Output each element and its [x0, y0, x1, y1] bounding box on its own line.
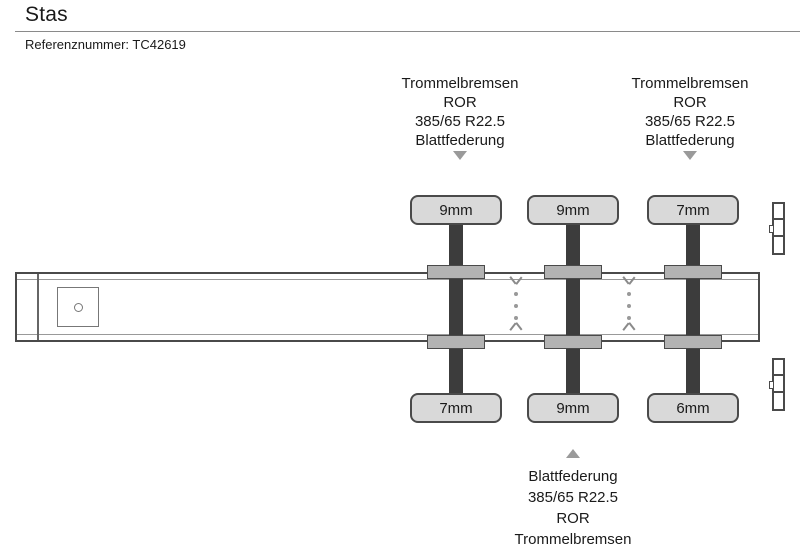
spring-mount-axle2-top [544, 265, 602, 279]
suspension-label: Blattfederung [415, 132, 505, 149]
axle3-bar [686, 223, 700, 395]
axle-brand-label: ROR [443, 94, 477, 111]
header-divider [15, 31, 800, 32]
spring-mount-axle3-bottom [664, 335, 722, 349]
rear-bracket-top [769, 202, 785, 255]
spring-mount-axle1-bottom [427, 335, 485, 349]
tire-size-label: 385/65 R22.5 [527, 489, 619, 506]
rear-bracket-bottom [769, 358, 785, 411]
spring-mount-axle1-top [427, 265, 485, 279]
spec-block-rear-axle: Trommelbremsen ROR 385/65 R22.5 Blattfed… [580, 74, 800, 150]
cross-brace-tick [623, 276, 634, 286]
axle2-bar [566, 223, 580, 395]
beam-endcap [37, 274, 39, 340]
tread-depth-axle1-bottom: 7mm [410, 393, 502, 423]
cross-brace-tick [623, 322, 634, 332]
tread-depth-axle3-bottom: 6mm [647, 393, 739, 423]
beam-rail-bottom [17, 334, 758, 335]
spring-mount-axle3-top [664, 265, 722, 279]
axle1-bar [449, 223, 463, 395]
cross-brace-tick [510, 276, 521, 286]
kingpin-plate [57, 287, 99, 327]
reference-number: Referenznummer: TC42619 [25, 37, 186, 52]
tread-depth-axle2-top: 9mm [527, 195, 619, 225]
tread-depth-axle1-top: 9mm [410, 195, 502, 225]
brake-type-label: Trommelbremsen [401, 75, 519, 92]
rivet-dots [627, 292, 631, 320]
spec-block-middle-axle: Blattfederung 385/65 R22.5 ROR Trommelbr… [463, 466, 683, 550]
axle-brand-label: ROR [673, 94, 707, 111]
page-title: Stas [25, 3, 68, 26]
brake-type-label: Trommelbremsen [514, 531, 632, 548]
spec-block-front-axle: Trommelbremsen ROR 385/65 R22.5 Blattfed… [350, 74, 570, 150]
arrow-down-icon [453, 151, 467, 160]
tread-depth-axle2-bottom: 9mm [527, 393, 619, 423]
tread-depth-axle3-top: 7mm [647, 195, 739, 225]
kingpin-circle [73, 302, 83, 312]
axle-brand-label: ROR [556, 510, 590, 527]
beam-rail-top [17, 279, 758, 280]
chassis-beam [15, 272, 760, 342]
rivet-dots [514, 292, 518, 320]
suspension-label: Blattfederung [528, 468, 618, 485]
arrow-up-icon [566, 449, 580, 458]
arrow-down-icon [683, 151, 697, 160]
brake-type-label: Trommelbremsen [631, 75, 749, 92]
spring-mount-axle2-bottom [544, 335, 602, 349]
tire-size-label: 385/65 R22.5 [414, 113, 506, 130]
tire-size-label: 385/65 R22.5 [644, 113, 736, 130]
cross-brace-tick [510, 322, 521, 332]
suspension-label: Blattfederung [645, 132, 735, 149]
